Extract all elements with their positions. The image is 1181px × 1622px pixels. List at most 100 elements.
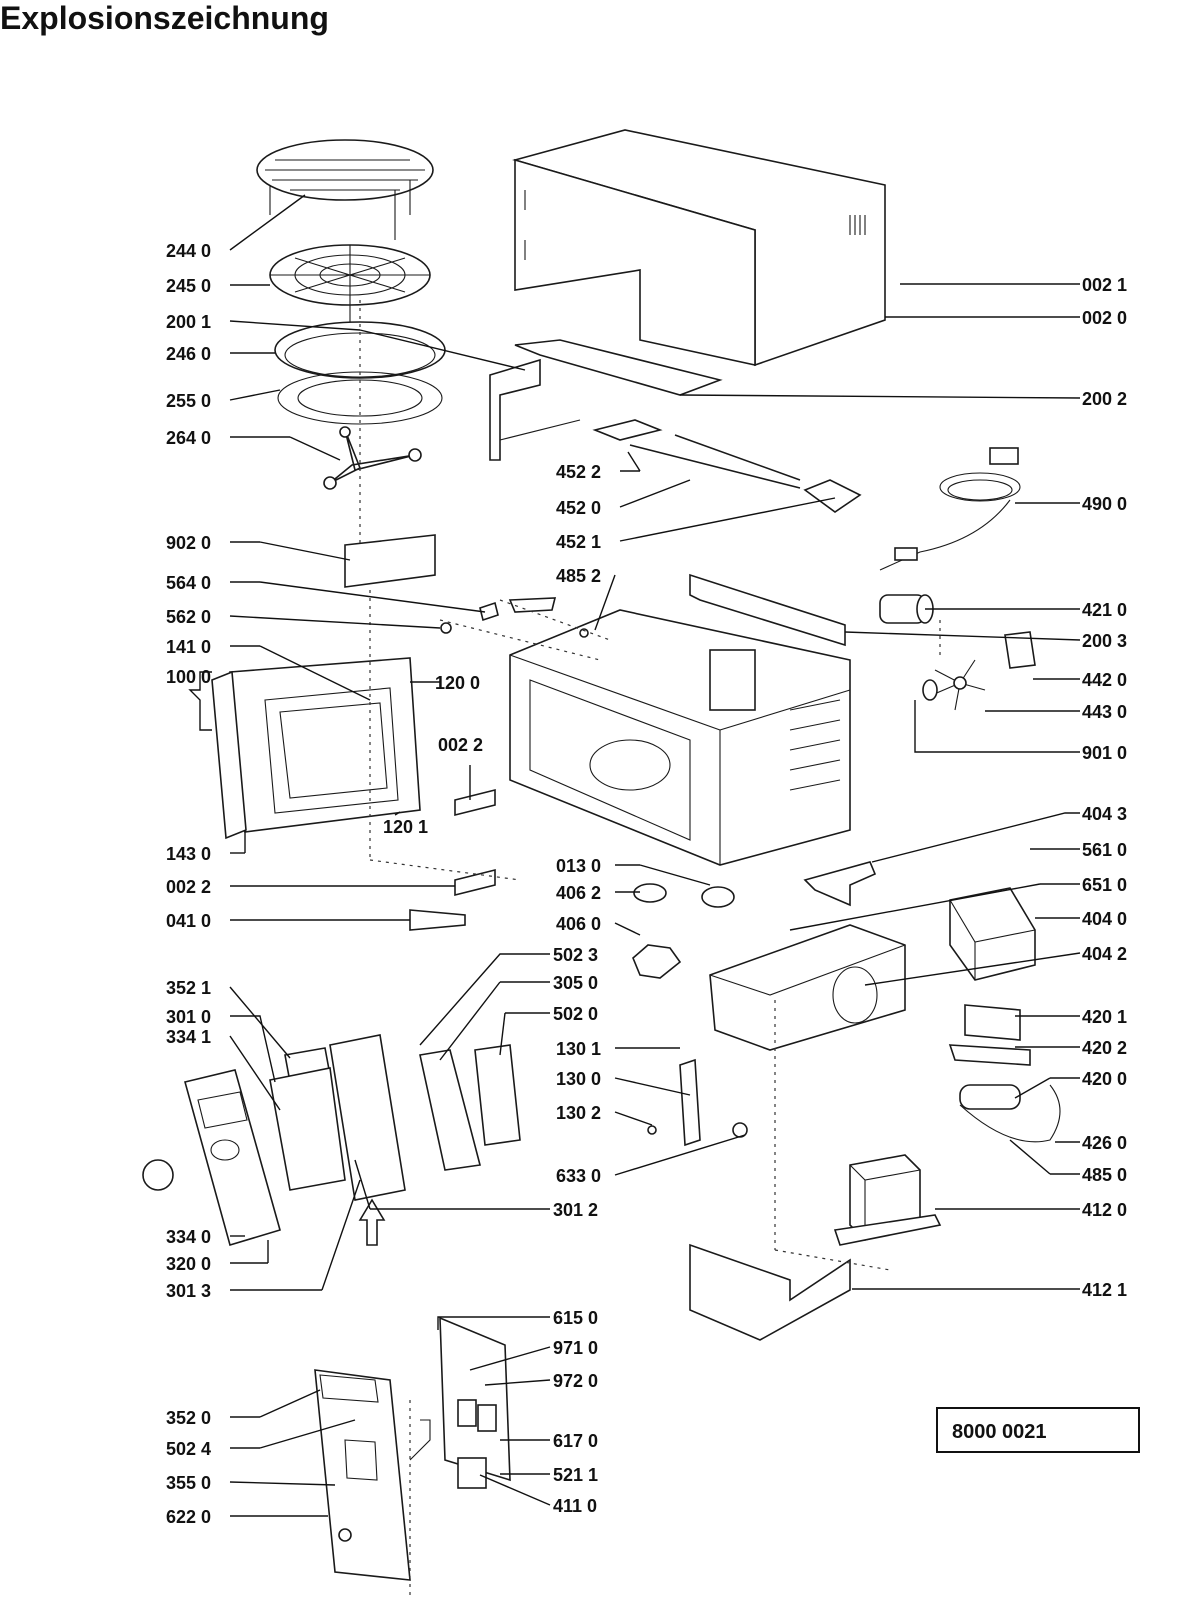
magnetron-drawing xyxy=(949,887,1036,981)
part-label-200-2: 200 2 xyxy=(1082,389,1127,409)
part-label-352-1: 352 1 xyxy=(166,978,211,998)
leader-lines xyxy=(188,194,1081,1517)
part-label-562-0: 562 0 xyxy=(166,607,211,627)
part-label-412-0: 412 0 xyxy=(1082,1200,1127,1220)
transformer-drawing xyxy=(833,1154,942,1246)
part-label-002-1: 002 1 xyxy=(1082,275,1127,295)
part-label-130-2: 130 2 xyxy=(556,1103,601,1123)
rod-assembly-drawing xyxy=(592,419,862,513)
part-label-420-0: 420 0 xyxy=(1082,1069,1127,1089)
top-panel-drawing xyxy=(489,339,723,461)
part-label-901-0: 901 0 xyxy=(1082,743,1127,763)
part-label-972-0: 972 0 xyxy=(553,1371,598,1391)
part-label-143-0: 143 0 xyxy=(166,844,211,864)
oven-cavity-drawing xyxy=(509,609,851,866)
part-label-521-1: 521 1 xyxy=(553,1465,598,1485)
part-label-622-0: 622 0 xyxy=(166,1507,211,1527)
part-label-264-0: 264 0 xyxy=(166,428,211,448)
part-label-502-3: 502 3 xyxy=(553,945,598,965)
part-label-502-0: 502 0 xyxy=(553,1004,598,1024)
part-label-120-0: 120 0 xyxy=(435,673,480,693)
part-label-452-0: 452 0 xyxy=(556,498,601,518)
rail-bracket-drawing xyxy=(689,573,846,647)
part-label-651-0: 651 0 xyxy=(1082,875,1127,895)
part-label-406-2: 406 2 xyxy=(556,883,601,903)
part-label-246-0: 246 0 xyxy=(166,344,211,364)
turntable-drive-drawing xyxy=(632,883,735,979)
lower-board-drawing xyxy=(314,1316,511,1581)
clip-parts-drawing xyxy=(440,597,589,638)
part-label-334-1: 334 1 xyxy=(166,1027,211,1047)
grill-grate-drawing xyxy=(269,244,431,325)
part-label-002-0: 002 0 xyxy=(1082,308,1127,328)
part-label-002-2-upper: 002 2 xyxy=(438,735,483,755)
latch-plates-drawing xyxy=(409,788,496,931)
part-label-485-0: 485 0 xyxy=(1082,1165,1127,1185)
part-label-971-0: 971 0 xyxy=(553,1338,598,1358)
part-label-244-0: 244 0 xyxy=(166,241,211,261)
part-label-120-1: 120 1 xyxy=(383,817,428,837)
part-label-200-3: 200 3 xyxy=(1082,631,1127,651)
roller-support-drawing xyxy=(323,426,422,490)
part-label-305-0: 305 0 xyxy=(553,973,598,993)
part-label-041-0: 041 0 xyxy=(166,911,211,931)
part-label-100-0: 100 0 xyxy=(166,667,211,687)
part-label-561-0: 561 0 xyxy=(1082,840,1127,860)
control-board-drawing xyxy=(269,1034,521,1246)
power-cord-drawing xyxy=(879,447,1021,571)
part-label-404-2: 404 2 xyxy=(1082,944,1127,964)
drawing-number: 8000 0021 xyxy=(952,1421,1047,1443)
part-label-564-0: 564 0 xyxy=(166,573,211,593)
part-label-617-0: 617 0 xyxy=(553,1431,598,1451)
part-label-411-0: 411 0 xyxy=(553,1496,597,1516)
part-label-420-2: 420 2 xyxy=(1082,1038,1127,1058)
part-label-130-1: 130 1 xyxy=(556,1039,601,1059)
part-label-442-0: 442 0 xyxy=(1082,670,1127,690)
part-label-301-2: 301 2 xyxy=(553,1200,598,1220)
interlock-drawing xyxy=(647,1058,748,1147)
part-label-352-0: 352 0 xyxy=(166,1408,211,1428)
part-label-334-0: 334 0 xyxy=(166,1227,211,1247)
part-label-452-1: 452 1 xyxy=(556,532,601,552)
part-label-255-0: 255 0 xyxy=(166,391,211,411)
part-label-301-3: 301 3 xyxy=(166,1281,211,1301)
fan-drawing xyxy=(922,631,1036,711)
part-label-301-0: 301 0 xyxy=(166,1007,211,1027)
capacitor-drawing xyxy=(948,1004,1061,1143)
part-label-404-3: 404 3 xyxy=(1082,804,1127,824)
part-label-002-2-lower: 002 2 xyxy=(166,877,211,897)
part-label-902-0: 902 0 xyxy=(166,533,211,553)
bracket-drawing xyxy=(803,861,877,907)
cover-plate-drawing xyxy=(689,1243,851,1341)
part-label-615-0: 615 0 xyxy=(553,1308,598,1328)
part-label-130-0: 130 0 xyxy=(556,1069,601,1089)
label-plate-drawing xyxy=(344,534,436,588)
part-label-013-0: 013 0 xyxy=(556,856,601,876)
part-label-426-0: 426 0 xyxy=(1082,1133,1127,1153)
part-label-633-0: 633 0 xyxy=(556,1166,601,1186)
page-title: Explosionszeichnung xyxy=(0,0,329,36)
control-panel-front-drawing xyxy=(142,1069,281,1247)
part-label-485-2: 485 2 xyxy=(556,566,601,586)
part-label-245-0: 245 0 xyxy=(166,276,211,296)
waveguide-drawing xyxy=(709,924,906,1051)
part-label-355-0: 355 0 xyxy=(166,1473,211,1493)
part-labels: 244 0 245 0 200 1 246 0 255 0 264 0 902 … xyxy=(166,241,1127,1527)
part-label-141-0: 141 0 xyxy=(166,637,211,657)
part-label-502-4: 502 4 xyxy=(166,1439,211,1459)
part-label-421-0: 421 0 xyxy=(1082,600,1127,620)
outer-case-drawing xyxy=(512,129,886,367)
part-label-412-1: 412 1 xyxy=(1082,1280,1127,1300)
part-label-452-2: 452 2 xyxy=(556,462,601,482)
part-label-200-1: 200 1 xyxy=(166,312,211,332)
part-label-406-0: 406 0 xyxy=(556,914,601,934)
alignment-lines xyxy=(359,300,941,1600)
drawing-number-box: 8000 0021 xyxy=(936,1407,1140,1453)
part-label-320-0: 320 0 xyxy=(166,1254,211,1274)
part-label-420-1: 420 1 xyxy=(1082,1007,1127,1027)
oven-door-drawing xyxy=(211,657,421,840)
grill-rack-drawing xyxy=(256,139,434,240)
part-label-490-0: 490 0 xyxy=(1082,494,1127,514)
part-label-443-0: 443 0 xyxy=(1082,702,1127,722)
